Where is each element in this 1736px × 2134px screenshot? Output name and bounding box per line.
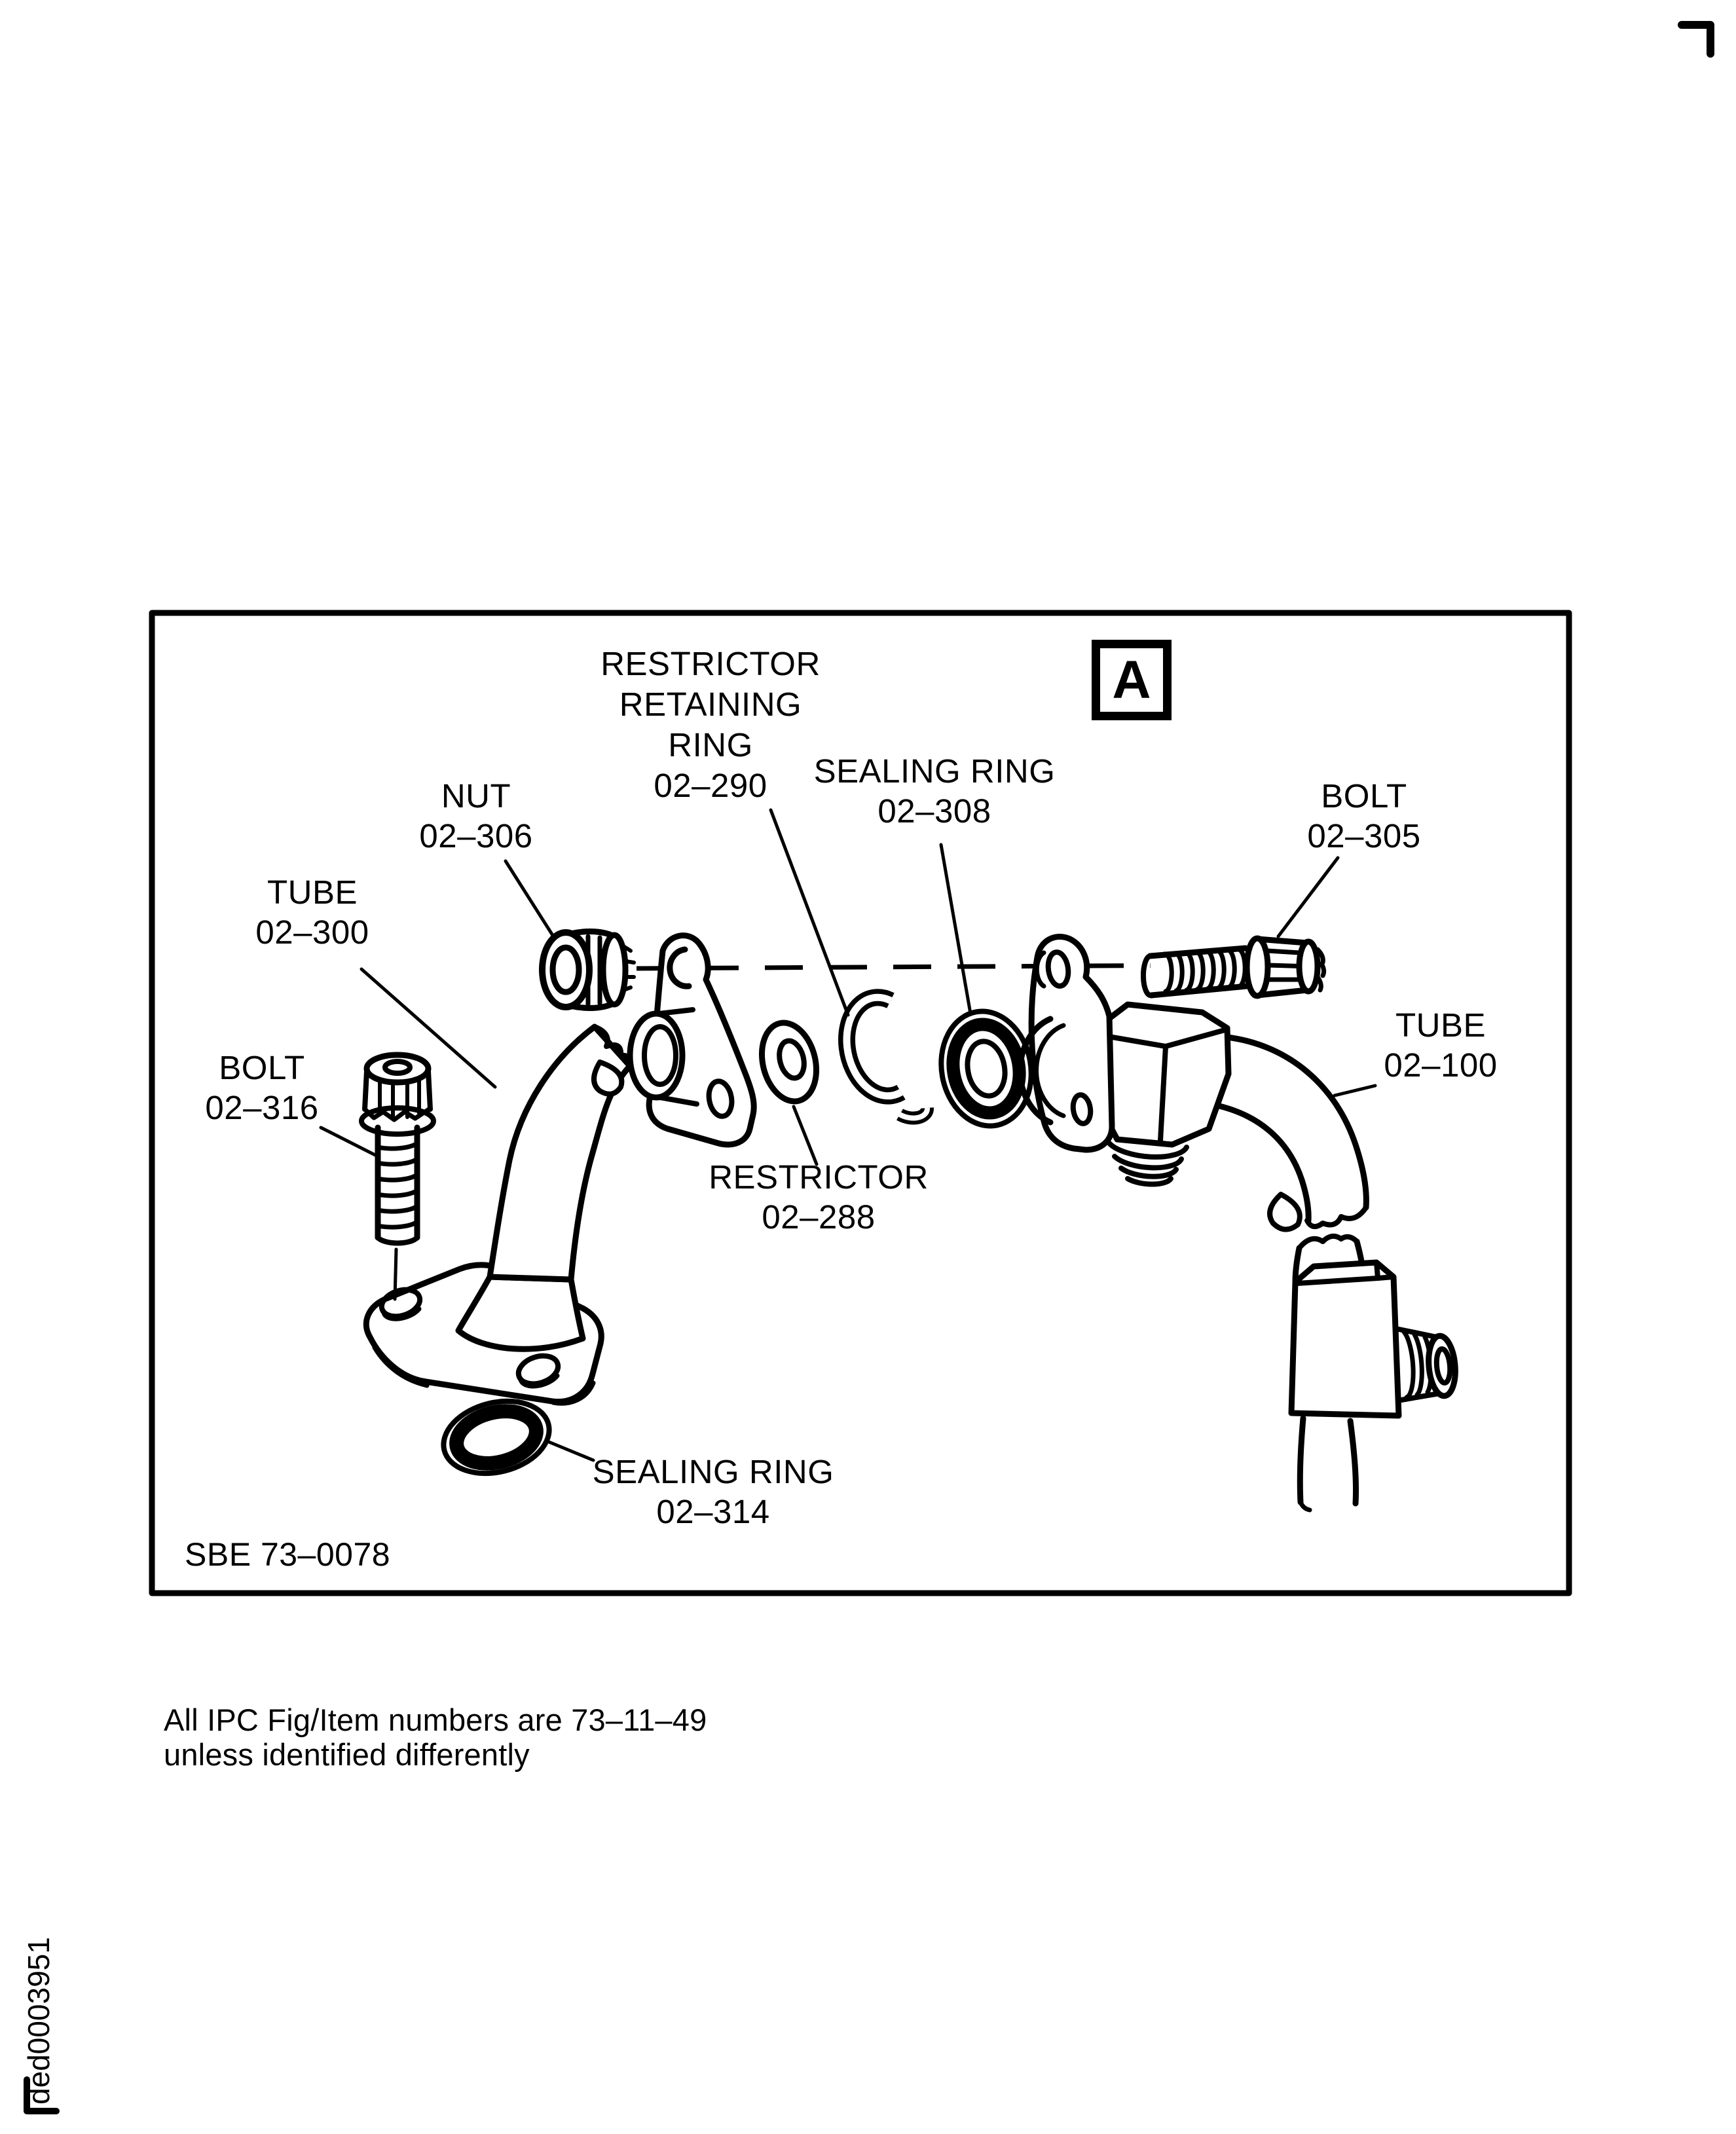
tube-02-100-drawing (1207, 1034, 1458, 1513)
bolt-02-305-drawing (1140, 935, 1327, 999)
corner-mark-bottom-left (24, 2076, 60, 2114)
ipc-note: All IPC Fig/Item numbers are 73–11–49 un… (164, 1702, 707, 1772)
detail-letter-box: A (1092, 640, 1172, 720)
leader-nut-02-306 (504, 859, 555, 938)
label-tube-02-300: TUBE 02–300 (255, 874, 369, 951)
right-flange-drawing (1017, 934, 1115, 1153)
nut-02-306-drawing (539, 929, 636, 1011)
leader-sealing-ring-02-308 (939, 843, 972, 1016)
tube-end-fitting-drawing (627, 932, 757, 1148)
bolt-02-316-drawing (359, 1052, 436, 1301)
label-tube-02-100: TUBE 02–100 (1384, 1006, 1498, 1084)
label-nut-02-306: NUT 02–306 (419, 777, 533, 855)
label-bolt-02-305: BOLT 02–305 (1307, 777, 1421, 855)
bolt-alignment-line (393, 1247, 398, 1301)
centerline (636, 962, 1320, 971)
leader-bolt-02-316 (319, 1126, 379, 1158)
sealing-ring-02-314-drawing (441, 1398, 552, 1477)
sealing-ring-02-308-drawing (938, 1008, 1034, 1129)
figure-code: SBE 73–0078 (185, 1536, 391, 1573)
label-restrictor-02-288: RESTRICTOR 02–288 (709, 1158, 929, 1236)
label-sealing-ring-02-314: SEALING RING 02–314 (592, 1453, 834, 1530)
label-sealing-ring-02-308: SEALING RING 02–308 (813, 752, 1056, 830)
figure-border (149, 610, 1572, 1596)
tube-02-300-drawing (363, 1023, 633, 1406)
detail-letter: A (1112, 650, 1151, 710)
leader-retaining-ring-02-290 (769, 808, 850, 1017)
corner-mark-top-right (1678, 21, 1714, 58)
leader-restrictor-02-288 (792, 1105, 819, 1166)
label-bolt-02-316: BOLT 02–316 (205, 1049, 319, 1126)
restrictor-02-288-drawing (758, 1020, 820, 1105)
leader-bolt-02-305 (1276, 856, 1340, 938)
leader-lines (319, 808, 1377, 1462)
leader-tube-02-300 (360, 967, 497, 1089)
leader-tube-02-100 (1333, 1084, 1377, 1097)
retaining-ring-02-290-drawing (838, 989, 934, 1125)
label-retaining-ring-02-290: RESTRICTOR RETAINING RING 02–290 (600, 645, 821, 804)
document-id: ded0003951 (22, 1937, 56, 2105)
leader-sealing-ring-02-314 (547, 1440, 595, 1462)
